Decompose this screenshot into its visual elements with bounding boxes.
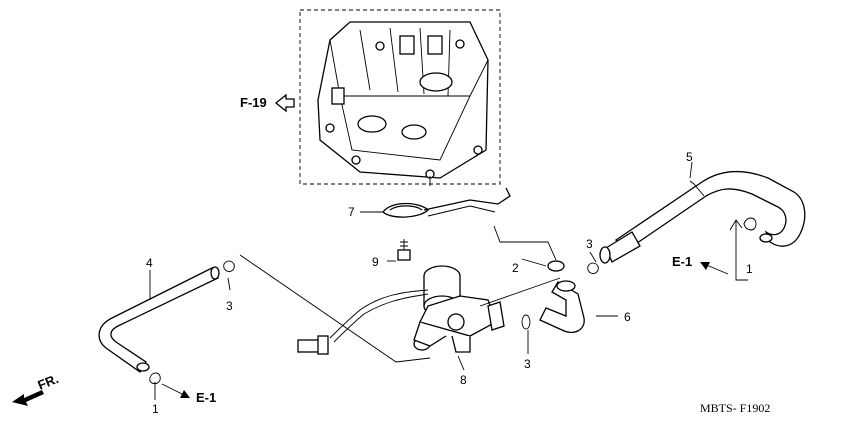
callout-3-left: 3 bbox=[226, 299, 233, 313]
ref-f19: F-19 bbox=[240, 93, 295, 113]
callout-3-mid: 3 bbox=[586, 237, 593, 251]
callout-5: 5 bbox=[686, 150, 693, 164]
part-3-clip-left bbox=[223, 260, 235, 272]
hollow-arrow-icon bbox=[274, 93, 295, 113]
part-3-clip-mid bbox=[587, 262, 599, 274]
cylinder-head-cover bbox=[299, 9, 501, 186]
callout-8: 8 bbox=[460, 373, 467, 387]
callout-3-bottom: 3 bbox=[524, 357, 531, 371]
callout-6: 6 bbox=[624, 310, 631, 324]
ref-e1-right-label: E-1 bbox=[672, 254, 692, 269]
part-1-clip-bottom bbox=[149, 372, 161, 385]
part-3-clip-bottom bbox=[521, 314, 531, 330]
diagram-code: MBTS- F1902 bbox=[700, 401, 770, 415]
part-5-hose bbox=[599, 170, 806, 264]
ref-e1-bottom: E-1 bbox=[161, 383, 216, 405]
front-direction: FR. bbox=[12, 371, 61, 406]
front-label: FR. bbox=[36, 371, 61, 393]
callout-7: 7 bbox=[348, 205, 355, 219]
callout-1-bottom: 1 bbox=[152, 402, 159, 416]
callout-1-right: 1 bbox=[746, 262, 753, 276]
front-arrow-icon bbox=[12, 390, 44, 406]
part-9-bolt bbox=[387, 239, 411, 262]
part-4-hose bbox=[98, 266, 220, 373]
ref-e1-bottom-label: E-1 bbox=[196, 390, 216, 405]
part-2-grommet bbox=[547, 260, 565, 272]
ref-e1-right: E-1 bbox=[672, 254, 729, 275]
callout-2: 2 bbox=[512, 261, 519, 275]
part-8-solenoid-valve bbox=[297, 265, 505, 355]
ref-f19-label: F-19 bbox=[240, 95, 267, 110]
callout-4: 4 bbox=[146, 256, 153, 270]
callout-9: 9 bbox=[372, 255, 379, 269]
part-1-clip-right bbox=[743, 217, 757, 231]
part-7-tube bbox=[360, 187, 511, 218]
leader-lines bbox=[149, 161, 748, 400]
part-6-hose bbox=[539, 280, 585, 333]
